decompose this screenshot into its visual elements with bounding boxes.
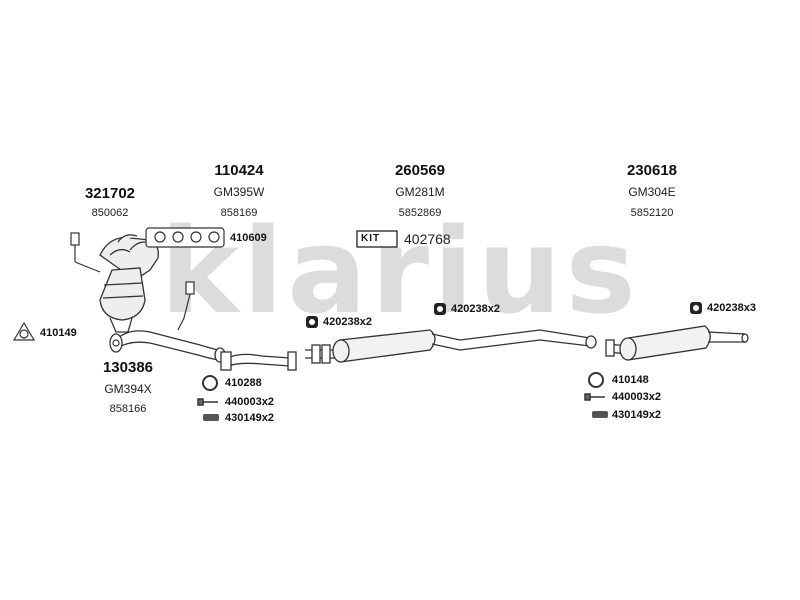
fitting-430149x2-right: 430149x2 xyxy=(612,409,661,421)
lambda-sensor-icon xyxy=(70,232,195,331)
oe-code-GM395W: GM395W xyxy=(213,185,265,199)
part-number-321702: 321702 xyxy=(84,185,136,202)
ref-858169: 858169 xyxy=(220,207,258,219)
ref-5852120: 5852120 xyxy=(630,207,674,219)
catalytic-converter-drawing xyxy=(99,234,159,333)
rear-silencer-drawing xyxy=(605,325,749,361)
part-number-130386: 130386 xyxy=(102,359,154,376)
oe-code-GM304E: GM304E xyxy=(628,185,676,199)
mount-icon xyxy=(306,302,702,328)
manifold-gasket-icon xyxy=(145,227,225,248)
fitting-420238x3: 420238x3 xyxy=(707,302,756,314)
watermark-logo: klarius xyxy=(160,202,639,340)
middle-silencer-drawing xyxy=(305,329,597,364)
clamp-icon xyxy=(203,411,608,421)
bolt-icon xyxy=(197,393,605,406)
part-number-110424: 110424 xyxy=(214,162,264,179)
fitting-440003x2-right: 440003x2 xyxy=(612,391,661,403)
ref-858166: 858166 xyxy=(109,403,147,415)
kit-number: 402768 xyxy=(404,231,451,247)
kit-badge: KIT xyxy=(361,233,381,244)
oe-code-850062: 850062 xyxy=(91,207,129,219)
fitting-420238x2-left: 420238x2 xyxy=(323,316,372,328)
ref-5852869: 5852869 xyxy=(398,207,442,219)
fitting-410149: 410149 xyxy=(40,327,77,339)
fitting-410148: 410148 xyxy=(612,374,649,386)
front-pipe-drawing xyxy=(109,330,297,371)
fitting-420238x2-middle: 420238x2 xyxy=(451,303,500,315)
kit-badge-icon xyxy=(356,230,398,248)
fitting-410288: 410288 xyxy=(225,377,262,389)
gasket-front-icon xyxy=(12,321,36,341)
fitting-440003x2-left: 440003x2 xyxy=(225,396,274,408)
part-number-260569: 260569 xyxy=(394,162,446,179)
front-flange-icon xyxy=(112,339,120,347)
oe-code-GM281M: GM281M xyxy=(395,185,445,199)
fitting-410609: 410609 xyxy=(230,232,267,244)
oe-code-GM394X: GM394X xyxy=(104,382,152,396)
ring-icon xyxy=(202,372,604,391)
fitting-430149x2-left: 430149x2 xyxy=(225,412,274,424)
part-number-230618: 230618 xyxy=(626,162,678,179)
